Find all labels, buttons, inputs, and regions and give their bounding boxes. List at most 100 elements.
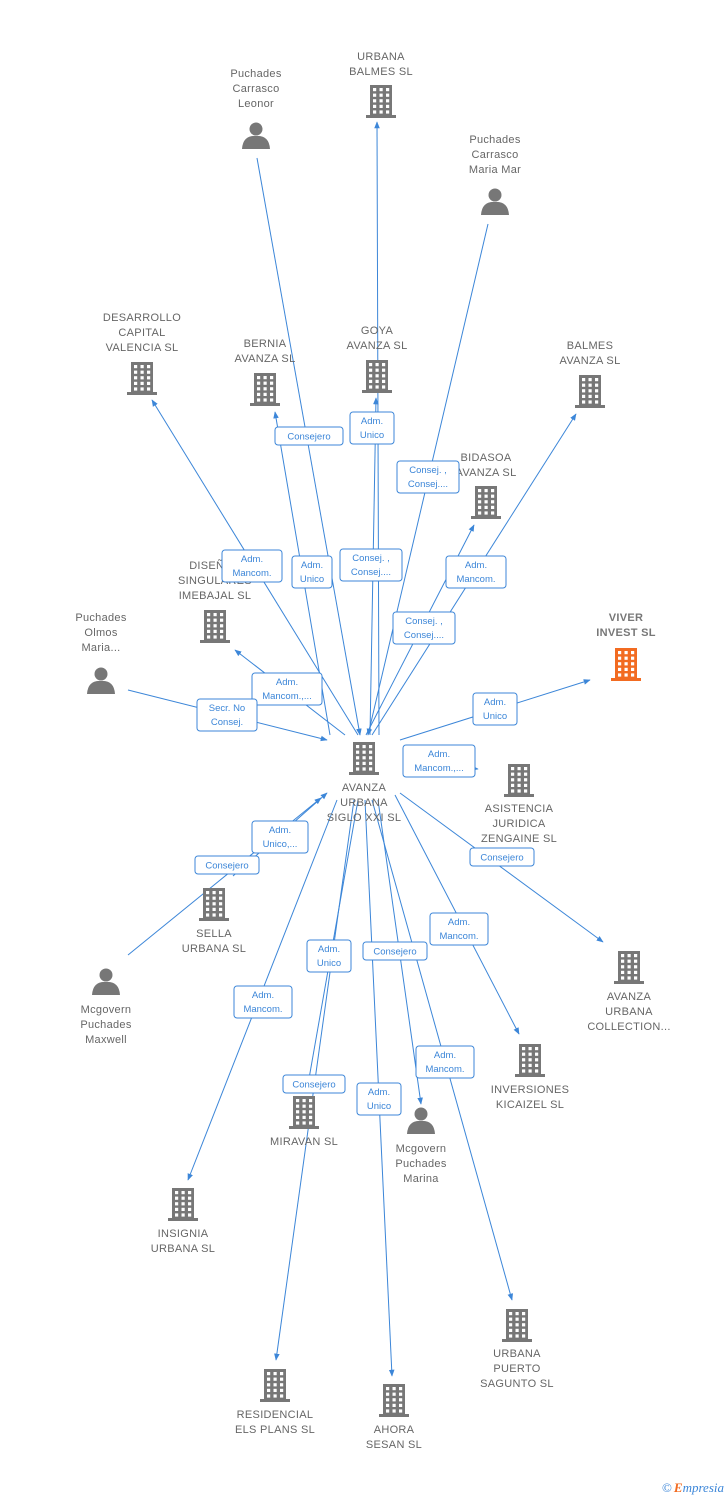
relation-label[interactable]: Adm. Unico <box>291 555 333 589</box>
node-label: AVANZA SL <box>235 353 296 365</box>
node-label: IMEBAJAL SL <box>179 590 252 602</box>
empresia-logo[interactable]: ©Empresia <box>662 1480 724 1496</box>
person-icon <box>92 968 120 995</box>
relation-label[interactable]: Adm. Mancom. <box>233 985 293 1019</box>
building-icon <box>200 610 230 643</box>
relation-label[interactable]: Adm.Unico,... <box>251 820 309 854</box>
relation-label-text: Adm. <box>252 990 274 1001</box>
node-label: INSIGNIA <box>158 1228 209 1240</box>
relation-label[interactable]: Consej. ,Consej.... <box>392 611 456 645</box>
relation-label[interactable]: Adm.Mancom. <box>445 555 507 589</box>
relation-label-text: Adm. <box>484 697 506 708</box>
node-label: Puchades <box>469 134 521 146</box>
relation-label-text: Unico <box>367 1101 391 1112</box>
node-label: GOYA <box>361 325 394 337</box>
relation-label-text: Adm. <box>318 944 340 955</box>
relation-label-text: Adm. <box>276 677 298 688</box>
node-label: Maxwell <box>85 1034 127 1046</box>
node-label: Maria... <box>81 642 120 654</box>
node-label: AHORA <box>374 1424 415 1436</box>
node-goya[interactable]: GOYA AVANZA SL <box>347 325 408 393</box>
relation-label[interactable]: Consejero <box>469 847 535 867</box>
relation-label-text: Adm. <box>434 1050 456 1061</box>
relation-label-text: Consej. , <box>405 616 443 627</box>
relation-label-text: Unico <box>300 574 324 585</box>
node-collection[interactable]: AVANZAURBANACOLLECTION... <box>587 951 670 1033</box>
building-icon <box>362 360 392 393</box>
relation-label[interactable]: Consejero <box>274 426 344 446</box>
node-label: VIVER <box>609 612 644 624</box>
node-label: BERNIA <box>244 338 287 350</box>
relation-label-text: Mancom.,... <box>262 691 312 702</box>
node-label: Mcgovern <box>396 1143 447 1155</box>
node-bernia[interactable]: BERNIA AVANZA SL <box>235 338 296 406</box>
node-label: URBANA <box>605 1006 653 1018</box>
brand-initial: E <box>673 1480 683 1495</box>
relation-label-text: Consejero <box>373 947 416 958</box>
node-label: Olmos <box>84 627 117 639</box>
building-icon <box>168 1188 198 1221</box>
node-label: ELS PLANS SL <box>235 1424 315 1436</box>
relation-label-text: Mancom.,... <box>414 763 464 774</box>
node-label: AVANZA SL <box>347 340 408 352</box>
relation-label[interactable]: Adm. Mancom.,... <box>251 672 323 706</box>
node-label: Puchades <box>80 1019 132 1031</box>
relation-label-text: Mancom. <box>243 1004 282 1015</box>
node-miravan[interactable]: MIRAVAN SL <box>270 1096 338 1148</box>
relation-label[interactable]: Adm.Mancom.,... <box>402 744 476 778</box>
node-label: Carrasco <box>471 149 518 161</box>
node-label: DESARROLLO <box>103 312 181 324</box>
building-icon <box>349 742 379 775</box>
relation-label[interactable]: Consejero <box>282 1074 346 1094</box>
node-label: Puchades <box>395 1158 447 1170</box>
relation-label[interactable]: Consejero <box>194 855 260 875</box>
node-label: PUERTO <box>493 1363 540 1375</box>
relation-label[interactable]: Consejero <box>362 941 428 961</box>
relation-label-text: Adm. <box>448 917 470 928</box>
relation-label[interactable]: Consej. ,Consej.... <box>396 460 460 494</box>
node-label: Puchades <box>230 68 282 80</box>
relation-label-text: Unico <box>483 711 507 722</box>
relation-label[interactable]: Adm.Mancom. <box>415 1045 475 1079</box>
node-label: URBANA <box>493 1348 541 1360</box>
node-olmos[interactable]: PuchadesOlmosMaria... <box>75 612 127 694</box>
building-icon <box>366 85 396 118</box>
relation-label[interactable]: Adm.Mancom. <box>429 912 489 946</box>
node-label: Mcgovern <box>81 1004 132 1016</box>
relation-label[interactable]: Adm.Unico <box>306 939 352 973</box>
node-label: JURIDICA <box>492 818 545 830</box>
relation-label-text: Adm. <box>368 1087 390 1098</box>
relation-label-text: Adm. <box>301 560 323 571</box>
relation-label-text: Adm. <box>465 560 487 571</box>
relation-label-text: Consejero <box>205 861 248 872</box>
relation-label[interactable]: Adm. Unico <box>472 692 518 726</box>
building-icon <box>379 1384 409 1417</box>
building-icon <box>127 362 157 395</box>
relation-label[interactable]: Adm.Unico <box>349 411 395 445</box>
relation-label[interactable]: Consej. ,Consej.... <box>339 548 403 582</box>
relation-label[interactable]: Adm.Mancom. <box>221 549 283 583</box>
building-icon <box>199 888 229 921</box>
node-label: AVANZA <box>342 782 387 794</box>
person-icon <box>481 188 509 215</box>
node-label: KICAIZEL SL <box>496 1099 564 1111</box>
relation-label[interactable]: Adm. Unico <box>356 1082 402 1116</box>
